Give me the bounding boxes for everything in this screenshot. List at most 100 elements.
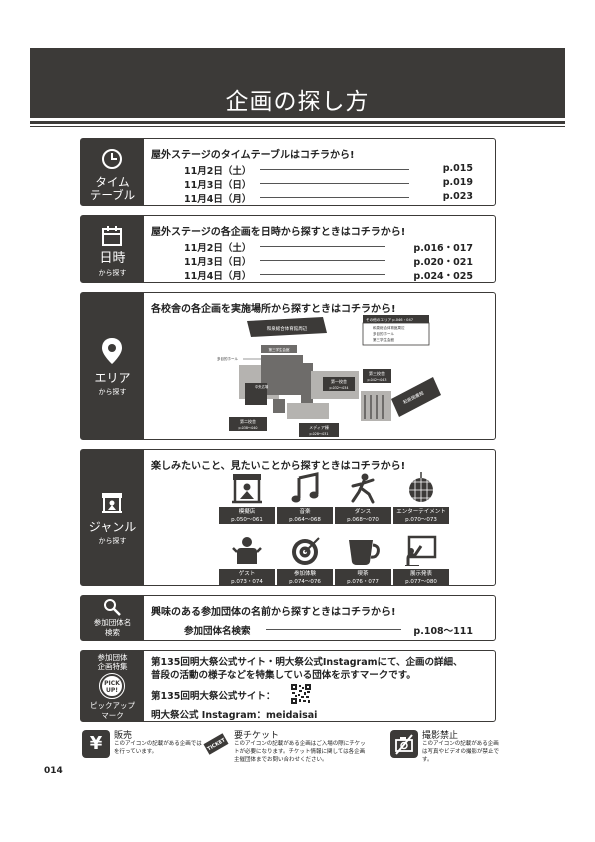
row-pages: p.023 xyxy=(442,191,473,202)
timetable-heading: 屋外ステージのタイムテーブルはコチラから! xyxy=(151,150,355,161)
genre-section: ジャンル から探す 楽しみたいこと、見たいことから探すときはコチラから! 模擬店… xyxy=(80,449,496,586)
timetable-sidebar: タイム テーブル xyxy=(81,139,144,205)
page-number: 014 xyxy=(44,766,63,776)
area-section: エリア から探す 各校舎の各企画を実施場所から探すときはコチラから! 和泉総合体… xyxy=(80,292,496,440)
row-pages: p.016・017 xyxy=(413,243,473,254)
map-other-area-item: 第三学生会館 xyxy=(373,337,394,342)
genre-pages: p.064〜068 xyxy=(289,517,321,523)
map-other-area-item: 多目的ホール xyxy=(373,331,394,336)
map-area-student-hall[interactable]: 第三学生会館 xyxy=(261,345,297,353)
map-pages-building1: p.032〜034 xyxy=(329,386,348,390)
map-area-building3[interactable]: 第三校舎 p.042〜043 xyxy=(363,369,391,383)
pickup-text-2: 普段の活動の様子などを特集している団体を示すマークです。 xyxy=(151,670,416,681)
map-area-media[interactable]: メディア棟 p.028〜031 xyxy=(299,423,339,437)
genre-pages: p.068〜070 xyxy=(347,517,379,523)
datetime-row[interactable]: 11月4日（月） p.024・025 xyxy=(184,268,473,282)
timetable-side-label-2: テーブル xyxy=(89,188,136,202)
area-side-sub: から探す xyxy=(98,388,127,396)
map-label-building2: 第二校舎 xyxy=(240,418,256,424)
row-pages: p.019 xyxy=(442,177,473,188)
map-area-gym[interactable]: 和泉総合体育館周辺 xyxy=(247,317,327,337)
mark-sales: ¥ 販売 このアイコンの記載がある企画では物品販売を行っています。 xyxy=(82,728,224,768)
genre-label-box: 音楽 p.064〜068 xyxy=(277,507,333,524)
pickup-sidebar: 参加団体 企画特集 PICK UP! ピックアップ マーク xyxy=(81,651,144,721)
area-heading: 各校舎の各企画を実施場所から探すときはコチラから! xyxy=(151,304,396,315)
pickup-site-label: 第135回明大祭公式サイト： xyxy=(151,691,276,702)
mark-no-photo: 撮影禁止 このアイコンの記載がある企画は写真やビデオの撮影が禁止です。 xyxy=(390,728,510,768)
map-area-building2[interactable]: 第二校舎 p.038〜040 xyxy=(229,417,267,431)
mirror-ball-icon xyxy=(409,472,433,502)
pickup-side-bottom-2: マーク xyxy=(101,711,124,720)
map-pages-building2: p.038〜040 xyxy=(238,426,257,430)
calendar-icon xyxy=(102,226,122,246)
datetime-heading: 屋外ステージの各企画を日時から探すときはコチラから! xyxy=(151,227,406,238)
stall-icon xyxy=(232,474,262,504)
campus-map[interactable]: 和泉総合体育館周辺 第三学生会館 多目的ホール 中央広場 xyxy=(151,311,441,439)
map-label-gym: 和泉総合体育館周辺 xyxy=(267,325,308,332)
map-label-building1: 第一校舎 xyxy=(331,378,347,384)
genre-side-main: ジャンル xyxy=(88,520,137,534)
stall-icon xyxy=(102,493,122,513)
timetable-row[interactable]: 11月4日（月） p.023 xyxy=(184,191,473,205)
presentation-icon xyxy=(405,535,437,566)
mark-sales-title: 販売 xyxy=(114,731,133,741)
map-label-square: 中央広場 xyxy=(255,384,269,389)
row-date: 11月2日（土） xyxy=(184,243,252,254)
timetable-section: タイム テーブル 屋外ステージのタイムテーブルはコチラから! 11月2日（土） … xyxy=(80,138,496,206)
row-pages: p.024・025 xyxy=(413,271,473,282)
row-label: 参加団体名検索 xyxy=(184,626,251,637)
genre-pages: p.073・074 xyxy=(231,579,263,585)
map-area-building1[interactable]: 第一校舎 p.032〜034 xyxy=(323,377,355,391)
mark-ticket-desc: このアイコンの記載がある企画はご入場の際にチケットが必要になります。チケット情報… xyxy=(234,741,366,763)
map-pages-media: p.028〜031 xyxy=(309,432,328,436)
guest-icon xyxy=(232,537,262,564)
row-pages: p.020・021 xyxy=(413,257,473,268)
genre-pages: p.077〜080 xyxy=(405,579,437,585)
no-camera-icon xyxy=(390,730,418,758)
map-label-building3: 第三校舎 xyxy=(369,370,385,376)
mark-sales-desc: このアイコンの記載がある企画では物品販売を行っています。 xyxy=(114,741,224,755)
timetable-row[interactable]: 11月3日（日） p.019 xyxy=(184,177,473,191)
genre-item-2[interactable]: 音楽 p.064〜068 xyxy=(277,472,333,524)
datetime-row[interactable]: 11月3日（日） p.020・021 xyxy=(184,254,473,268)
genre-item-3[interactable]: ダンス p.068〜070 xyxy=(335,472,391,524)
genre-sidebar: ジャンル から探す xyxy=(81,450,144,585)
leader-line xyxy=(260,183,409,184)
genre-label-box: ダンス p.068〜070 xyxy=(335,507,391,524)
leader-line xyxy=(260,197,409,198)
cup-icon xyxy=(349,540,380,565)
genre-label: 音楽 xyxy=(299,509,311,515)
map-area-library[interactable]: 和泉図書館 xyxy=(391,377,441,417)
leader-line xyxy=(260,274,385,275)
genre-label: エンターテイメント xyxy=(396,509,446,515)
pickup-side-top-2: 企画特集 xyxy=(97,662,128,671)
map-other-area-box[interactable]: その他のエリア p.046・047 和泉総合体育館周辺 多目的ホール 第三学生会… xyxy=(362,315,430,346)
leader-line xyxy=(260,246,385,247)
pickup-badge-icon: PICK UP! xyxy=(99,673,125,699)
mark-ticket-title: 要チケット xyxy=(234,731,280,741)
group-search-row[interactable]: 参加団体名検索 p.108〜111 xyxy=(184,623,473,637)
qr-code-icon[interactable] xyxy=(291,684,311,704)
map-pin-icon xyxy=(102,338,122,364)
timetable-row[interactable]: 11月2日（土） p.015 xyxy=(184,163,473,177)
map-label-student-hall: 第三学生会館 xyxy=(269,347,290,352)
title-banner: 企画の探し方 xyxy=(30,48,565,118)
genre-label: ダンス xyxy=(354,509,372,515)
genre-pages: p.050〜061 xyxy=(231,517,263,523)
group-search-side-1: 参加団体名 xyxy=(93,618,132,627)
datetime-row[interactable]: 11月2日（土） p.016・017 xyxy=(184,240,473,254)
genre-label: 参加体験 xyxy=(293,571,316,577)
map-other-area-title: その他のエリア p.046・047 xyxy=(366,317,413,322)
genre-label: 喫茶 xyxy=(357,571,369,577)
pickup-text-1: 第135回明大祭公式サイト・明大祭公式Instagramにて、企画の詳細、 xyxy=(151,657,463,668)
title-underline-thin xyxy=(30,126,565,127)
